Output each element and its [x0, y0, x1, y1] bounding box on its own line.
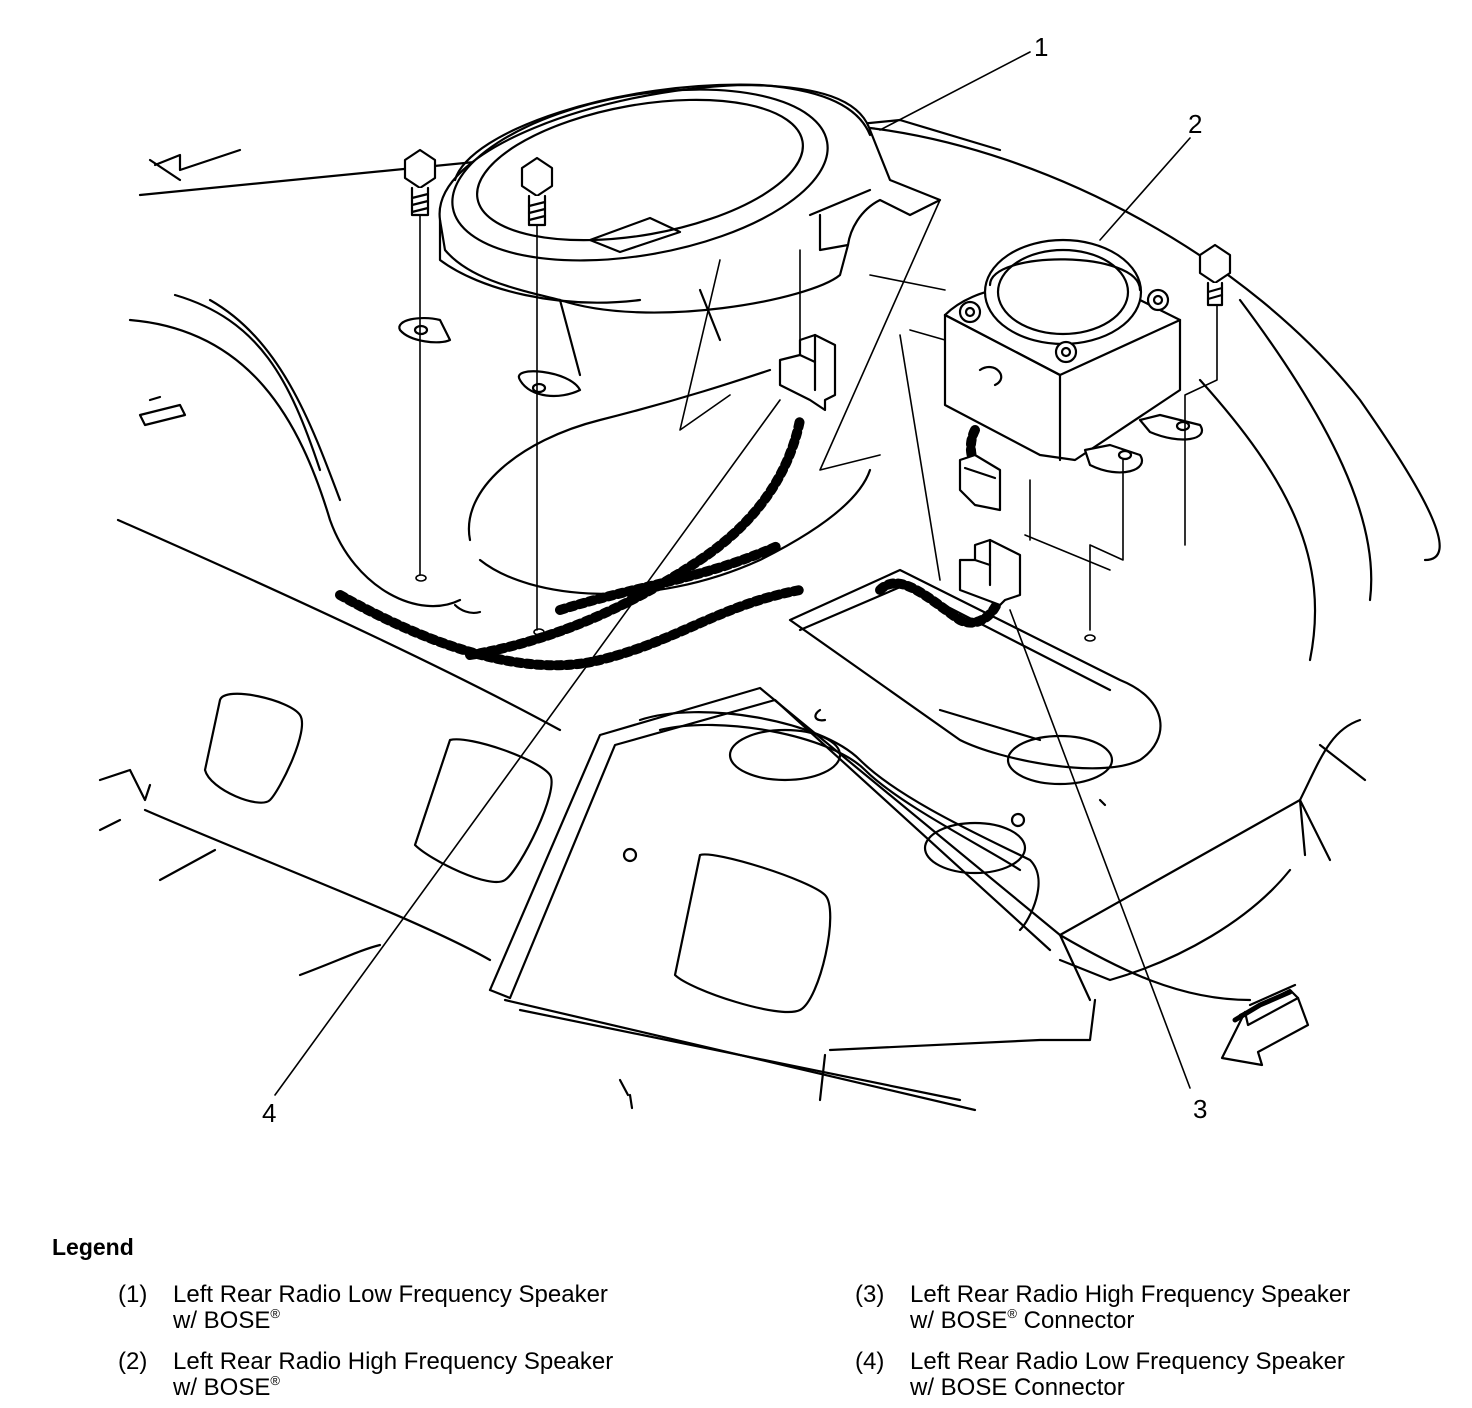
bolts: [403, 148, 1232, 307]
forward-direction-arrow: [1220, 983, 1310, 1067]
connector-4: [778, 333, 837, 412]
center-panel: [488, 568, 1367, 1112]
rear-shelf-panel: [98, 118, 1441, 977]
callout-3: 3: [1193, 1094, 1207, 1124]
legend: Legend (1) Left Rear Radio Low Frequency…: [0, 1230, 1472, 1408]
speaker-location-diagram: 1 2 3 4: [98, 32, 1441, 1128]
wiring-harness: [335, 368, 1005, 671]
legend-item-number: (1): [118, 1281, 148, 1308]
legend-item-line1: Left Rear Radio Low Frequency Speaker: [910, 1348, 1345, 1375]
legend-item-text: Left Rear Radio High Frequency Speaker w…: [173, 1347, 613, 1403]
legend-item-line2: w/ BOSE® Connector: [910, 1306, 1350, 1336]
legend-item-number: (2): [118, 1348, 148, 1375]
connector-3: [958, 538, 1022, 607]
callout-2: 2: [1188, 109, 1202, 139]
legend-item-line1: Left Rear Radio Low Frequency Speaker: [173, 1281, 608, 1308]
legend-item-line2-text: w/ BOSE Connector: [910, 1374, 1125, 1401]
callout-1: 1: [1034, 32, 1048, 62]
shelf-openings: [203, 692, 1026, 1014]
legend-item-line2-text: w/ BOSE: [910, 1307, 1008, 1334]
legend-item-line1: Left Rear Radio High Frequency Speaker: [173, 1348, 614, 1375]
legend-item-line2: w/ BOSE®: [173, 1306, 608, 1336]
legend-item-number: (4): [855, 1348, 885, 1375]
legend-item-suffix: Connector: [1016, 1307, 1135, 1334]
mounting-guide-lines: [415, 199, 1218, 642]
legend-item-text: Left Rear Radio Low Frequency Speaker w/…: [173, 1280, 608, 1336]
high-frequency-speaker: [943, 238, 1203, 512]
legend-item-line2: w/ BOSE®: [173, 1373, 613, 1403]
legend-item-text: Left Rear Radio Low Frequency Speaker w/…: [910, 1347, 1345, 1403]
legend-item-text: Left Rear Radio High Frequency Speaker w…: [910, 1280, 1350, 1336]
registered-mark: ®: [1007, 1306, 1017, 1321]
legend-item-number: (3): [855, 1281, 885, 1308]
callout-4: 4: [262, 1098, 276, 1128]
registered-mark: ®: [270, 1373, 280, 1388]
legend-item-line1: Left Rear Radio High Frequency Speaker: [910, 1281, 1351, 1308]
legend-item-line2-text: w/ BOSE: [173, 1307, 271, 1334]
legend-item-line2-text: w/ BOSE: [173, 1374, 271, 1401]
legend-item-line2: w/ BOSE Connector: [910, 1373, 1345, 1403]
low-frequency-speaker: [398, 83, 942, 397]
registered-mark: ®: [270, 1306, 280, 1321]
legend-title: Legend: [52, 1234, 134, 1260]
callout-leaders: [274, 51, 1191, 1096]
